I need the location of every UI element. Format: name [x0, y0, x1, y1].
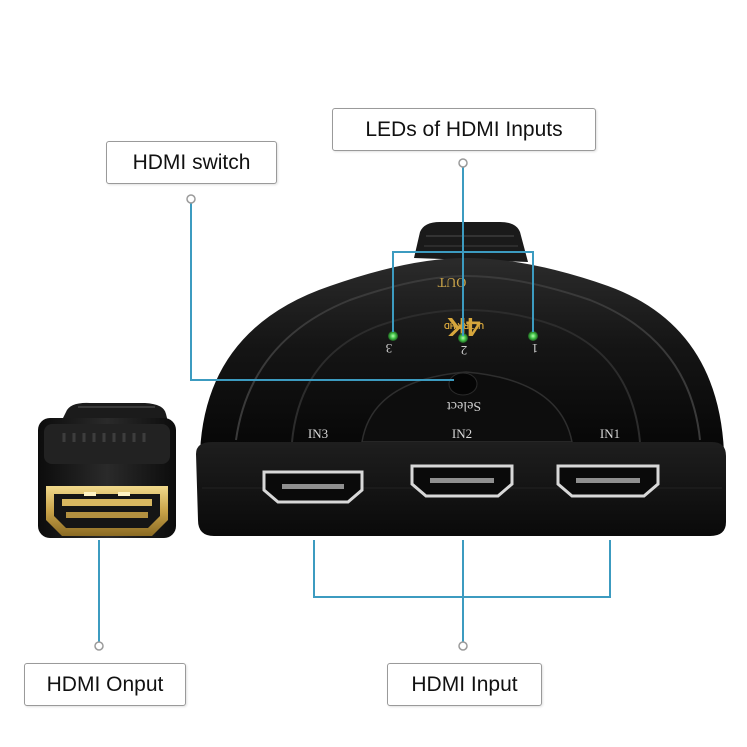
switch-front-panel — [196, 442, 726, 536]
port-label-in1: IN1 — [600, 426, 620, 441]
out-label: OUT — [437, 274, 466, 289]
led-label-1: 1 — [532, 341, 539, 356]
callout-leds-text: LEDs of HDMI Inputs — [365, 118, 563, 141]
callout-hdmi-output: HDMI Onput — [24, 663, 186, 706]
led-label-3: 3 — [386, 341, 393, 356]
callout-hdmi-input-text: HDMI Input — [411, 673, 518, 696]
hdmi-switch-device — [200, 222, 724, 452]
led-label-2: 2 — [461, 343, 468, 358]
port-label-in2: IN2 — [452, 426, 472, 441]
leader-lines — [98, 164, 611, 643]
callout-hdmi-output-text: HDMI Onput — [46, 673, 164, 696]
port-in1 — [556, 464, 660, 498]
plug-grip-ridges — [62, 433, 146, 442]
led-1 — [528, 331, 538, 341]
port-label-in3: IN3 — [308, 426, 328, 441]
leader-leds-bracket — [392, 251, 534, 332]
select-button — [448, 372, 478, 396]
port-in3 — [262, 470, 364, 504]
led-3 — [388, 331, 398, 341]
port-in2 — [410, 464, 514, 498]
callout-hdmi-input: HDMI Input — [387, 663, 542, 706]
input-leds — [388, 331, 538, 343]
callout-leds: LEDs of HDMI Inputs — [332, 108, 596, 151]
select-label: Select — [447, 398, 481, 413]
hdmi-output-plug — [38, 402, 176, 538]
led-2 — [458, 333, 468, 343]
callout-hdmi-switch-text: HDMI switch — [132, 151, 251, 174]
leader-dots — [94, 158, 468, 651]
leader-hdmi-switch — [190, 200, 454, 381]
callout-hdmi-switch: HDMI switch — [106, 141, 277, 184]
